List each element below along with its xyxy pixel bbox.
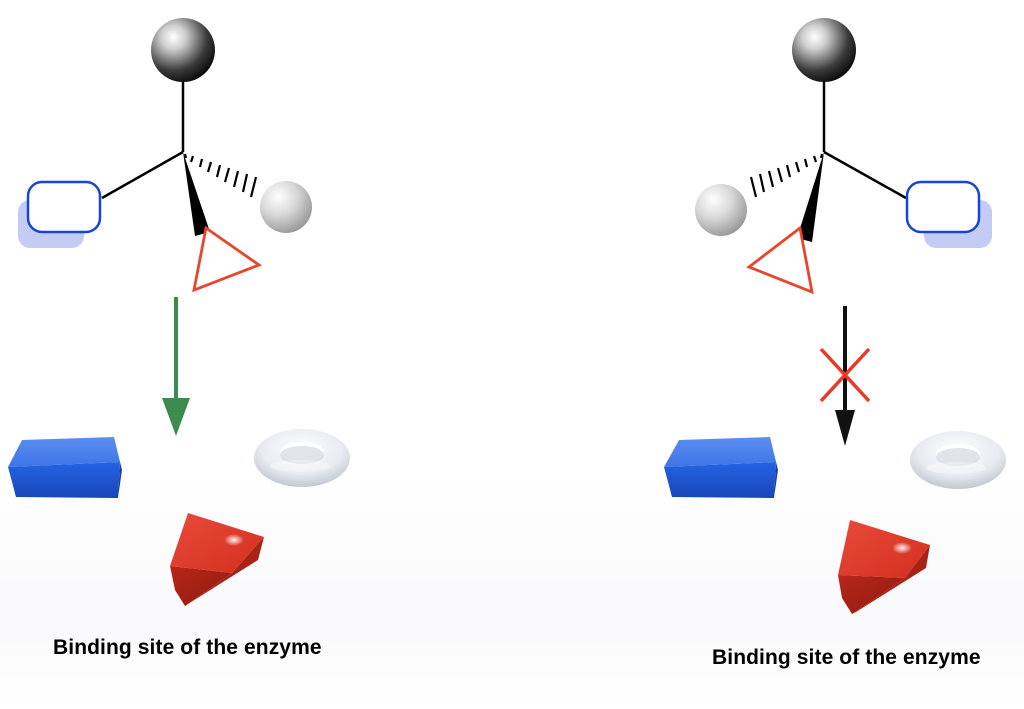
left-binding-site — [8, 429, 350, 606]
dark-sphere-left — [151, 18, 215, 82]
triangle-right — [746, 225, 814, 295]
torus-right — [910, 431, 1006, 489]
wedge-bond-left — [183, 152, 210, 236]
triangle-left — [192, 225, 262, 293]
bond-right-right — [823, 150, 907, 200]
blue-block-left — [8, 437, 122, 498]
caption-left: Binding site of the enzyme — [53, 636, 322, 659]
blue-block-right — [664, 437, 778, 498]
right-molecule — [695, 18, 992, 295]
crossed-down-arrow-icon — [819, 306, 871, 446]
hashed-bond-left — [183, 153, 258, 198]
right-binding-site — [664, 431, 1006, 614]
wedge-bond-right — [797, 152, 824, 242]
bond-left-left — [101, 150, 184, 200]
red-wedge-right — [838, 520, 930, 614]
left-molecule — [18, 18, 312, 293]
hashed-bond-right — [749, 153, 824, 198]
dark-sphere-right — [792, 18, 856, 82]
rounded-rect-right — [905, 180, 981, 234]
caption-right: Binding site of the enzyme — [712, 646, 981, 669]
light-sphere-left — [260, 181, 312, 233]
green-down-arrow-icon — [162, 297, 190, 436]
light-sphere-right — [695, 184, 747, 236]
red-wedge-left — [170, 513, 264, 606]
torus-left — [254, 429, 350, 487]
rounded-rect-left — [26, 180, 102, 234]
